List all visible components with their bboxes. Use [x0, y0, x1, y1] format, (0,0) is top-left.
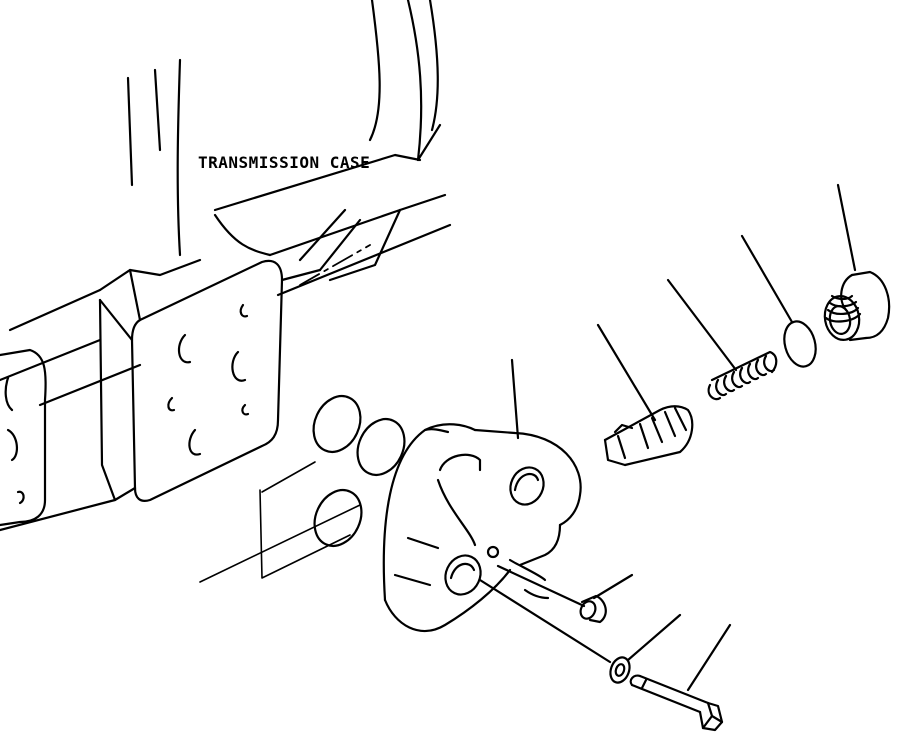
washer	[478, 578, 682, 684]
o-ring-upper-right	[356, 418, 406, 476]
plug-o-ring	[740, 234, 817, 368]
o-ring-lower	[313, 489, 363, 547]
transmission-case-label: TRANSMISSION CASE	[198, 153, 371, 172]
o-ring-upper-left	[312, 395, 362, 453]
bolt	[629, 623, 732, 732]
plug	[823, 183, 891, 342]
restrictor	[496, 564, 634, 624]
spring	[666, 278, 778, 401]
o-ring-set	[199, 395, 406, 583]
valve-body	[382, 358, 582, 633]
transmission-case	[0, 0, 452, 532]
spool	[596, 323, 694, 467]
